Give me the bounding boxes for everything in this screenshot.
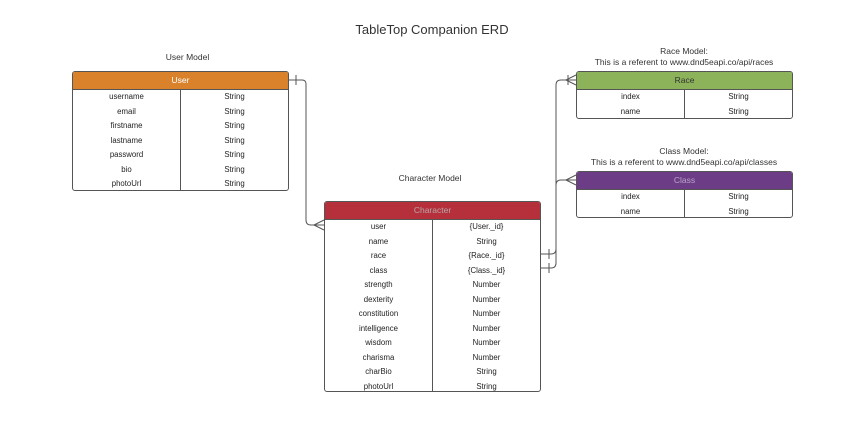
- class-field-row: index String: [577, 190, 792, 205]
- character-model-caption: Character Model: [398, 173, 462, 183]
- character-field-row: wisdom Number: [325, 336, 540, 351]
- race-entity-header: Race: [577, 72, 792, 90]
- character-field-row: class {Class._id}: [325, 263, 540, 278]
- class-entity-header: Class: [577, 172, 792, 190]
- user-model-caption: User Model: [165, 52, 210, 62]
- class-model-caption: Class Model: This is a referent to www.d…: [575, 146, 793, 168]
- race-caption-note: This is a referent to www.dnd5eapi.co/ap…: [594, 57, 774, 67]
- field-name: bio: [73, 162, 181, 177]
- field-name: name: [577, 104, 685, 118]
- field-name: firstname: [73, 119, 181, 134]
- field-type: String: [224, 164, 245, 174]
- user-field-row: photoUrl String: [73, 177, 288, 190]
- field-type: String: [224, 150, 245, 159]
- field-type: String: [728, 92, 749, 101]
- class-many-mark-b: [565, 179, 577, 186]
- user-field-row: username String: [73, 90, 288, 105]
- character-field-row: intelligence Number: [325, 321, 540, 336]
- field-name: race: [325, 249, 433, 264]
- field-type: String: [224, 92, 245, 101]
- field-type: String: [224, 106, 245, 116]
- character-entity-header: Character: [325, 202, 540, 220]
- field-type: Number: [472, 294, 501, 304]
- field-name: index: [577, 90, 685, 105]
- field-type: String: [224, 121, 245, 130]
- field-type: String: [476, 381, 497, 391]
- field-name: intelligence: [325, 321, 433, 336]
- character-class-relation: [541, 179, 576, 269]
- character-field-row: charisma Number: [325, 350, 540, 365]
- field-type: String: [728, 192, 749, 201]
- character-race-relation: [541, 79, 576, 255]
- field-name: charBio: [325, 365, 433, 380]
- field-type: {Class._id}: [467, 265, 506, 275]
- race-field-row: index String: [577, 90, 792, 105]
- field-name: name: [577, 204, 685, 217]
- class-many-mark-a: [565, 174, 577, 181]
- race-field-row: name String: [577, 104, 792, 118]
- field-name: photoUrl: [325, 379, 433, 391]
- field-name: strength: [325, 278, 433, 293]
- field-type: Number: [472, 338, 501, 347]
- diagram-title: TableTop Companion ERD: [355, 22, 509, 37]
- character-field-row: constitution Number: [325, 307, 540, 322]
- field-type: Number: [472, 323, 501, 333]
- character-many-mark-a: [313, 219, 325, 226]
- character-field-row: user {User._id}: [325, 220, 540, 235]
- character-field-row: race {Race._id}: [325, 249, 540, 264]
- character-field-row: photoUrl String: [325, 379, 540, 391]
- user-character-relation: [289, 79, 324, 226]
- field-name: email: [73, 104, 181, 119]
- field-type: Number: [472, 280, 501, 289]
- field-name: lastname: [73, 133, 181, 148]
- field-name: constitution: [325, 307, 433, 322]
- character-many-mark-b: [313, 224, 325, 231]
- race-caption-title: Race Model:: [660, 46, 708, 56]
- user-field-row: bio String: [73, 162, 288, 177]
- user-field-row: lastname String: [73, 133, 288, 148]
- class-caption-note: This is a referent to www.dnd5eapi.co/ap…: [590, 157, 778, 167]
- user-field-row: password String: [73, 148, 288, 163]
- field-name: wisdom: [325, 336, 433, 351]
- field-name: name: [325, 234, 433, 249]
- field-name: charisma: [325, 350, 433, 365]
- field-type: String: [224, 179, 245, 188]
- field-name: dexterity: [325, 292, 433, 307]
- field-name: class: [325, 263, 433, 278]
- field-type: Number: [472, 309, 501, 318]
- field-name: username: [73, 90, 181, 105]
- field-name: user: [325, 220, 433, 235]
- user-field-row: email String: [73, 104, 288, 119]
- field-type: {Race._id}: [468, 251, 505, 260]
- user-entity-header: User: [73, 72, 288, 90]
- character-field-row: strength Number: [325, 278, 540, 293]
- field-type: String: [728, 106, 749, 116]
- field-type: {User._id}: [469, 222, 504, 231]
- field-type: String: [224, 135, 245, 145]
- field-type: String: [476, 367, 497, 376]
- class-field-row: name String: [577, 204, 792, 217]
- user-field-row: firstname String: [73, 119, 288, 134]
- class-caption-title: Class Model:: [659, 146, 709, 156]
- character-field-row: charBio String: [325, 365, 540, 380]
- field-name: index: [577, 190, 685, 205]
- character-field-row: dexterity Number: [325, 292, 540, 307]
- field-type: Number: [472, 352, 501, 362]
- field-type: String: [728, 206, 749, 216]
- race-model-caption: Race Model: This is a referent to www.dn…: [575, 46, 793, 68]
- field-name: password: [73, 148, 181, 163]
- character-field-row: name String: [325, 234, 540, 249]
- field-type: String: [476, 236, 497, 246]
- field-name: photoUrl: [73, 177, 181, 190]
